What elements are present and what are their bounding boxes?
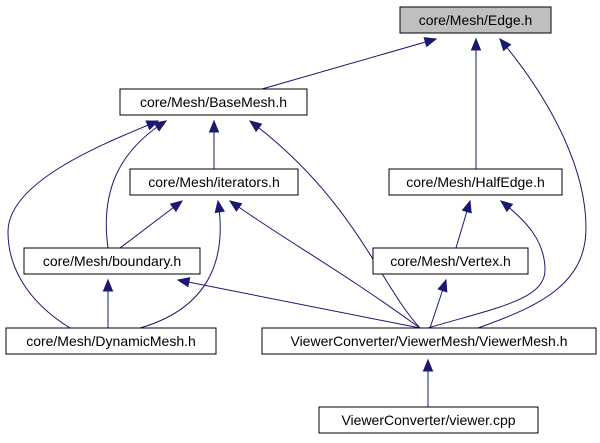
node-box — [318, 406, 539, 434]
arrowhead-icon — [499, 37, 512, 52]
node-iterators-h[interactable]: core/Mesh/iterators.h — [129, 168, 299, 196]
edge-viewermesh_h-to-edge_h — [477, 37, 587, 329]
arrowhead-icon — [423, 37, 438, 48]
arrowhead-icon — [153, 120, 168, 132]
edge-viewermesh_h-to-halfedge_h — [427, 200, 546, 329]
edge-dynamicmesh_h-to-iterators_h — [139, 199, 225, 329]
node-box — [119, 88, 308, 116]
node-label: core/Mesh/HalfEdge.h — [406, 174, 545, 190]
arrowhead-icon — [176, 277, 191, 288]
node-vertex-h[interactable]: core/Mesh/Vertex.h — [372, 247, 529, 275]
node-edge-h: core/Mesh/Edge.h — [399, 6, 552, 34]
node-label: core/Mesh/Edge.h — [419, 12, 533, 28]
arrowhead-icon — [422, 358, 434, 372]
node-label: core/Mesh/DynamicMesh.h — [26, 333, 196, 349]
edge-line — [139, 200, 221, 329]
node-viewer-cpp[interactable]: ViewerConverter/viewer.cpp — [318, 406, 539, 434]
edge-line — [261, 38, 437, 90]
node-box — [5, 327, 217, 355]
node-label: core/Mesh/boundary.h — [43, 253, 181, 269]
node-box — [399, 6, 552, 34]
node-label: core/Mesh/Vertex.h — [390, 253, 511, 269]
edge-line — [119, 200, 183, 249]
arrowhead-icon — [145, 120, 160, 131]
node-basemesh-h[interactable]: core/Mesh/BaseMesh.h — [119, 88, 308, 116]
edge-line — [105, 120, 167, 249]
edge-halfedge_h-to-edge_h — [470, 37, 482, 169]
node-box — [23, 247, 201, 275]
node-dynamicmesh-h[interactable]: core/Mesh/DynamicMesh.h — [5, 327, 217, 355]
edge-viewermesh_h-to-boundary_h — [176, 277, 421, 329]
node-box — [388, 168, 563, 196]
edge-vertex_h-to-halfedge_h — [455, 199, 472, 249]
node-label: ViewerConverter/ViewerMesh/ViewerMesh.h — [290, 333, 567, 349]
edge-viewer_cpp-to-viewermesh_h — [422, 358, 434, 407]
edge-line — [249, 120, 421, 329]
node-label: core/Mesh/iterators.h — [148, 174, 280, 190]
edge-dynamicmesh_h-to-boundary_h — [102, 278, 114, 328]
edge-basemesh_h-to-edge_h — [261, 37, 438, 90]
arrowhead-icon — [470, 37, 482, 51]
node-viewermesh-h[interactable]: ViewerConverter/ViewerMesh/ViewerMesh.h — [261, 327, 597, 355]
arrowhead-icon — [248, 120, 263, 133]
arrowhead-icon — [228, 200, 243, 212]
edge-line — [177, 279, 421, 329]
edge-boundary_h-to-basemesh_h — [105, 120, 168, 249]
edge-line — [427, 200, 546, 329]
dependency-edges — [7, 37, 587, 407]
edge-dynamicmesh_h-to-basemesh_h — [7, 120, 160, 329]
arrowhead-icon — [102, 278, 114, 292]
arrowhead-icon — [208, 119, 220, 133]
node-label: core/Mesh/BaseMesh.h — [140, 94, 287, 110]
edge-iterators_h-to-basemesh_h — [208, 119, 220, 169]
node-label: ViewerConverter/viewer.cpp — [341, 412, 515, 428]
arrowhead-icon — [169, 200, 184, 213]
node-halfedge-h[interactable]: core/Mesh/HalfEdge.h — [388, 168, 563, 196]
edge-viewermesh_h-to-vertex_h — [429, 278, 448, 329]
node-box — [261, 327, 597, 355]
edge-line — [477, 38, 587, 329]
edge-line — [229, 200, 421, 329]
edge-line — [7, 120, 159, 329]
arrowhead-icon — [499, 200, 514, 213]
node-boundary-h[interactable]: core/Mesh/boundary.h — [23, 247, 201, 275]
arrowhead-icon — [214, 199, 225, 214]
arrowhead-icon — [461, 199, 472, 214]
file-nodes: core/Mesh/Edge.h core/Mesh/BaseMesh.h core… — [5, 6, 597, 434]
edge-boundary_h-to-iterators_h — [119, 200, 184, 249]
arrowhead-icon — [437, 278, 448, 293]
node-box — [129, 168, 299, 196]
edge-viewermesh_h-to-iterators_h — [228, 200, 421, 329]
edge-viewermesh_h-to-basemesh_h — [248, 120, 421, 329]
node-box — [372, 247, 529, 275]
